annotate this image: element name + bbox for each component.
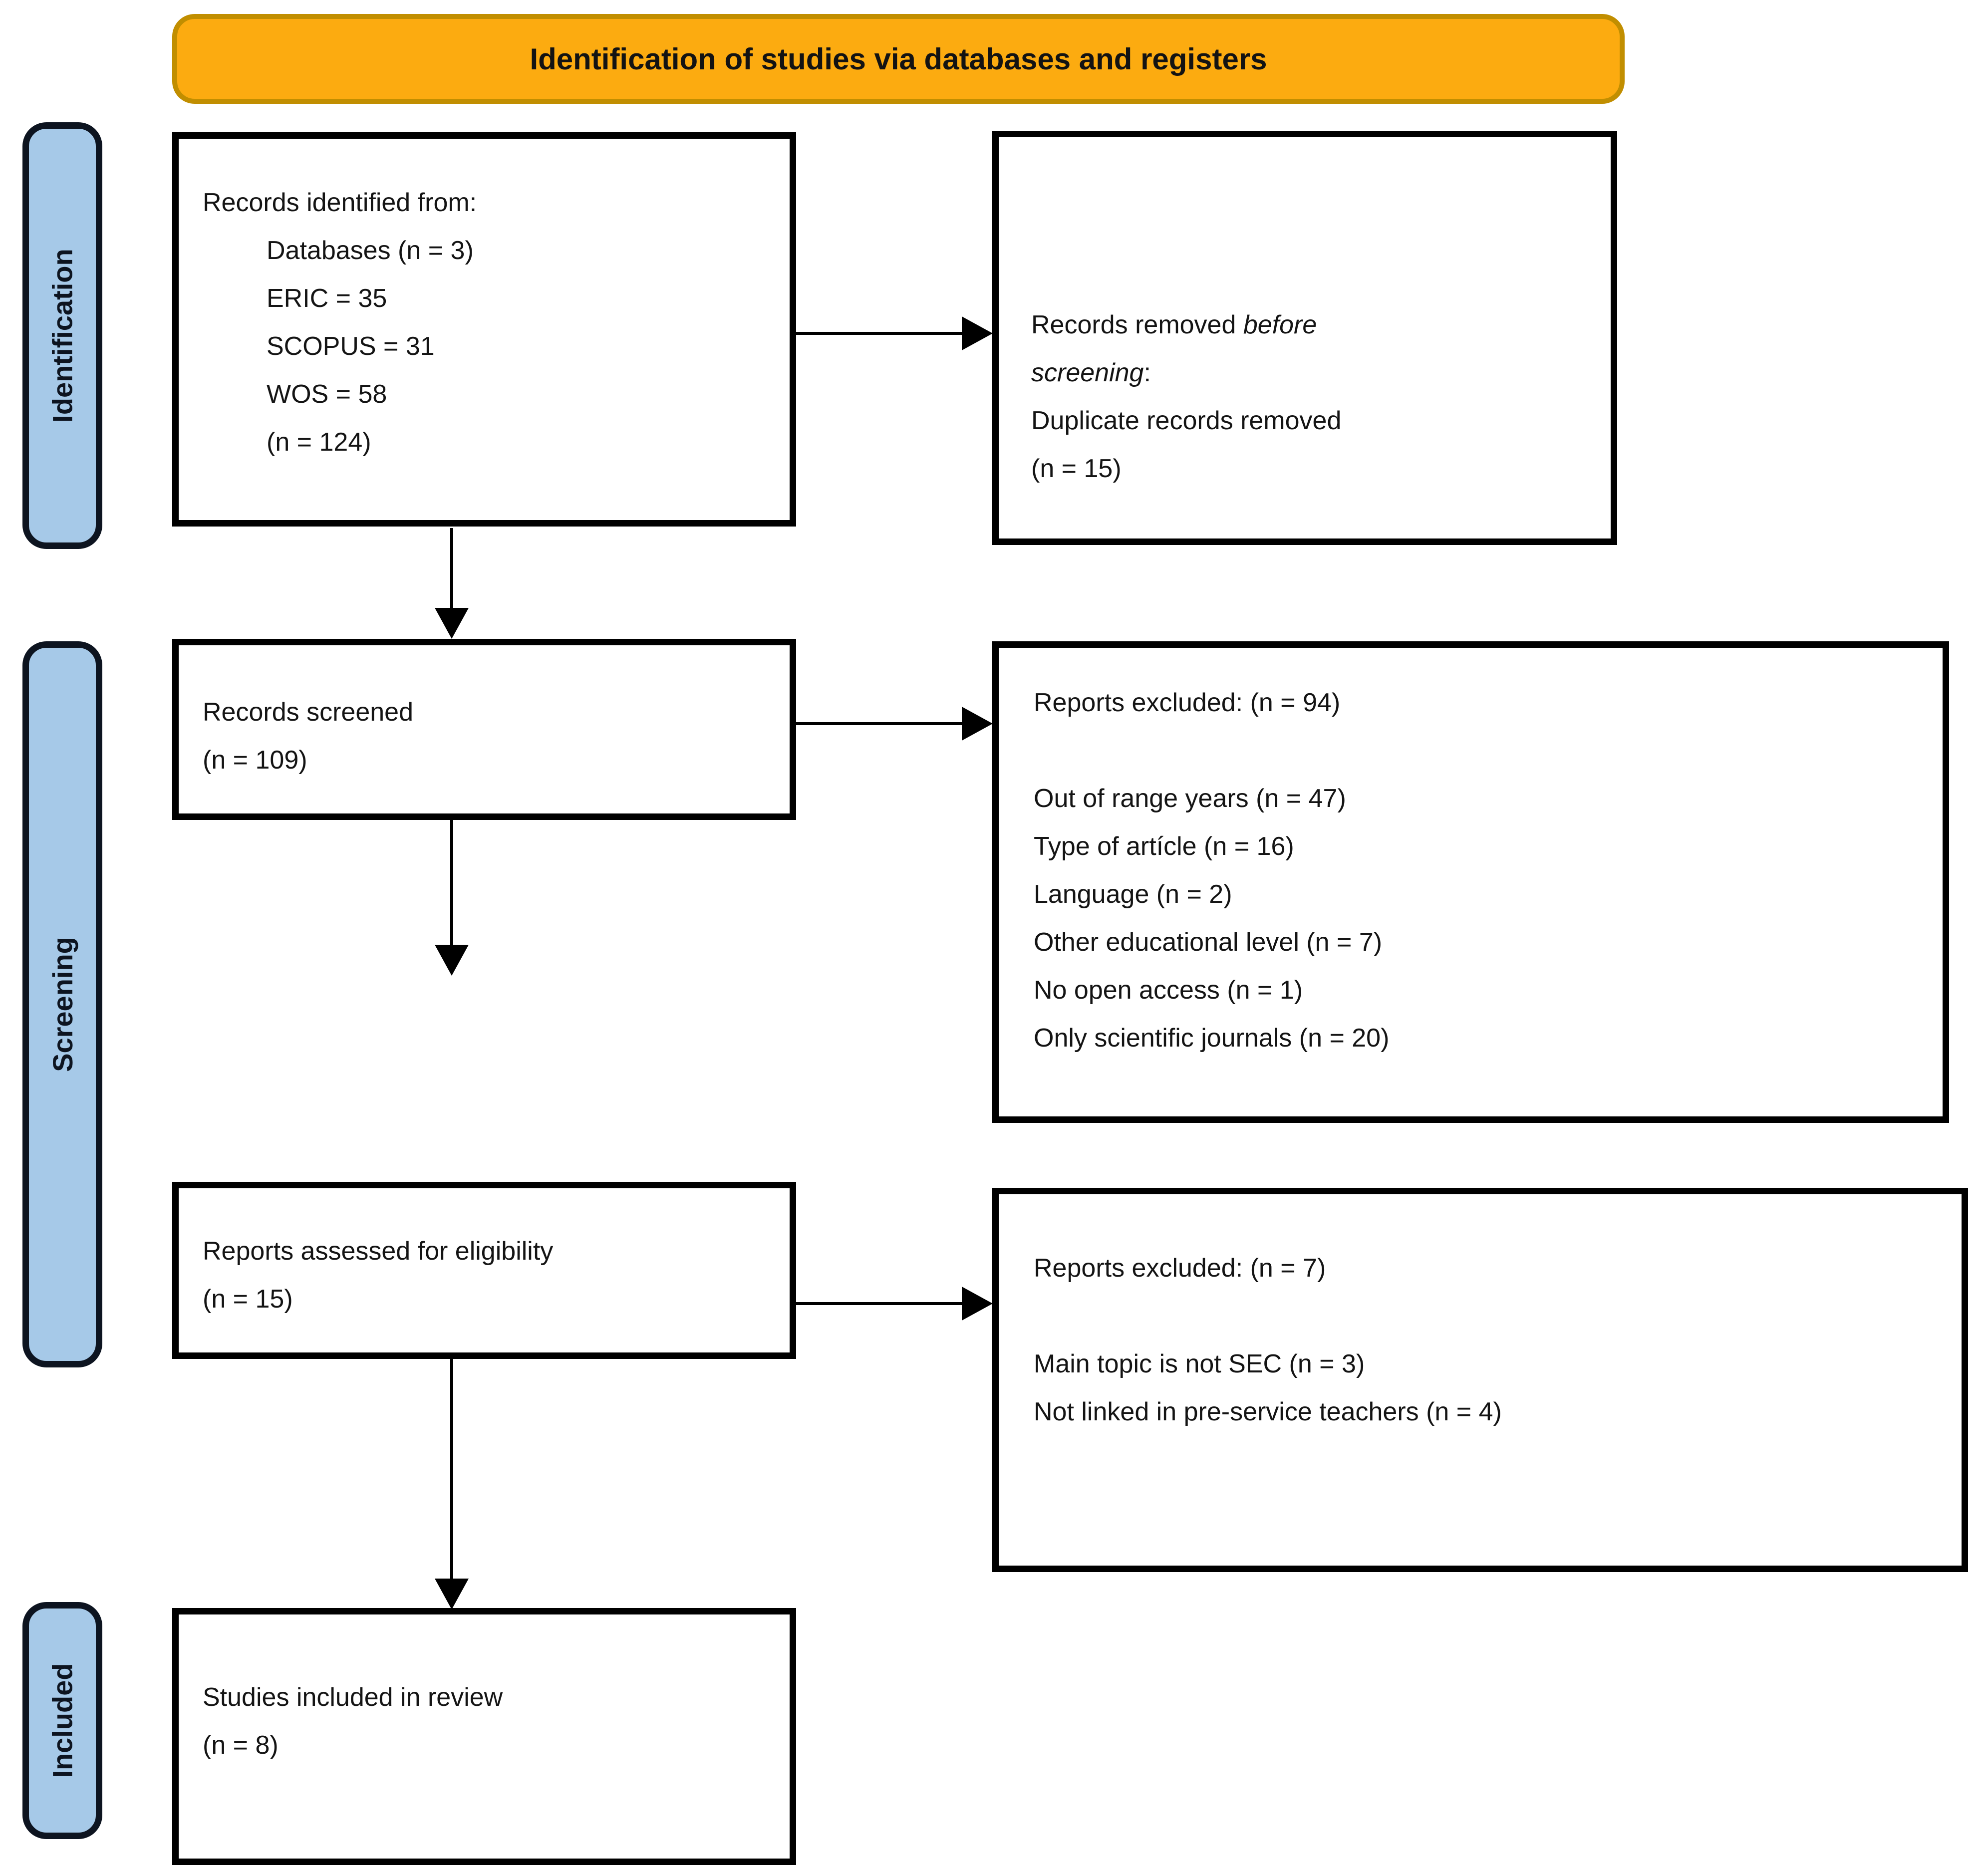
- text-line: Main topic is not SEC (n = 3): [1034, 1349, 1365, 1378]
- arrow-right-icon: [962, 1287, 993, 1321]
- text-line: Reports assessed for eligibility: [203, 1237, 554, 1266]
- text-line: Records screened: [203, 698, 413, 727]
- text-line: (n = 124): [267, 428, 371, 457]
- text-line: (n = 109): [203, 746, 307, 775]
- arrow-right-icon: [962, 316, 993, 350]
- arrow-screened-to-assessed: [450, 820, 453, 945]
- phase-label-screening-text: Screening: [46, 937, 78, 1072]
- text-line: Out of range years (n = 47): [1034, 784, 1346, 813]
- text-line: Duplicate records removed: [1031, 406, 1342, 435]
- arrow-assessed-to-included: [450, 1359, 453, 1579]
- title-banner: Identification of studies via databases …: [172, 14, 1625, 104]
- records-identified-text: Records identified from: Databases (n = …: [203, 179, 775, 466]
- text-line: Records removed before: [1031, 310, 1317, 339]
- flow-box-records-removed: Records removed before screening: Duplic…: [992, 131, 1617, 545]
- records-removed-text: Records removed before screening: Duplic…: [1031, 301, 1591, 493]
- arrow-down-icon: [435, 1579, 469, 1609]
- arrow-identified-to-screened: [450, 528, 453, 608]
- text-line: Reports excluded: (n = 7): [1034, 1254, 1326, 1283]
- reports-excluded-screening-text: Reports excluded: (n = 94) Out of range …: [1034, 679, 1923, 1062]
- text-line: (n = 15): [203, 1285, 293, 1314]
- flow-box-studies-included: Studies included in review (n = 8): [172, 1608, 796, 1865]
- text-line: (n = 8): [203, 1731, 279, 1760]
- blank-line: [1034, 727, 1923, 775]
- flow-box-records-identified: Records identified from: Databases (n = …: [172, 132, 796, 527]
- arrow-down-icon: [435, 945, 469, 976]
- records-screened-text: Records screened (n = 109): [203, 688, 775, 784]
- text-line: (n = 15): [1031, 454, 1122, 483]
- text-line: Only scientific journals (n = 20): [1034, 1024, 1390, 1053]
- text-line: Records identified from:: [203, 188, 477, 217]
- blank-line: [1034, 1292, 1942, 1340]
- flow-box-reports-excluded-eligibility: Reports excluded: (n = 7) Main topic is …: [992, 1188, 1968, 1572]
- phase-label-identification: Identification: [22, 122, 102, 549]
- phase-label-screening: Screening: [22, 641, 102, 1367]
- arrow-assessed-to-excluded: [796, 1302, 962, 1305]
- arrow-identified-to-removed: [796, 332, 962, 335]
- text-line: Other educational level (n = 7): [1034, 928, 1383, 957]
- flow-box-reports-excluded-screening: Reports excluded: (n = 94) Out of range …: [992, 641, 1949, 1123]
- phase-label-included-text: Included: [46, 1663, 78, 1778]
- text-line: WOS = 58: [267, 380, 387, 409]
- text-line: Type of artícle (n = 16): [1034, 832, 1294, 861]
- text-line: ERIC = 35: [267, 284, 387, 313]
- phase-label-included: Included: [22, 1602, 102, 1839]
- text-line: Language (n = 2): [1034, 880, 1232, 909]
- text-line: Studies included in review: [203, 1683, 503, 1712]
- phase-label-identification-text: Identification: [46, 249, 78, 423]
- text-line: No open access (n = 1): [1034, 976, 1303, 1005]
- text-line: screening:: [1031, 358, 1151, 387]
- studies-included-text: Studies included in review (n = 8): [203, 1673, 775, 1769]
- reports-assessed-text: Reports assessed for eligibility (n = 15…: [203, 1227, 775, 1323]
- arrow-screened-to-excluded: [796, 722, 962, 725]
- arrow-right-icon: [962, 707, 993, 741]
- arrow-down-icon: [435, 608, 469, 639]
- text-line: Reports excluded: (n = 94): [1034, 688, 1341, 717]
- flow-box-records-screened: Records screened (n = 109): [172, 639, 796, 820]
- text-line: SCOPUS = 31: [267, 332, 435, 361]
- reports-excluded-eligibility-text: Reports excluded: (n = 7) Main topic is …: [1034, 1244, 1942, 1436]
- flow-box-reports-assessed: Reports assessed for eligibility (n = 15…: [172, 1182, 796, 1359]
- title-banner-label: Identification of studies via databases …: [530, 42, 1267, 76]
- text-line: Not linked in pre-service teachers (n = …: [1034, 1397, 1502, 1426]
- text-line: Databases (n = 3): [267, 236, 474, 265]
